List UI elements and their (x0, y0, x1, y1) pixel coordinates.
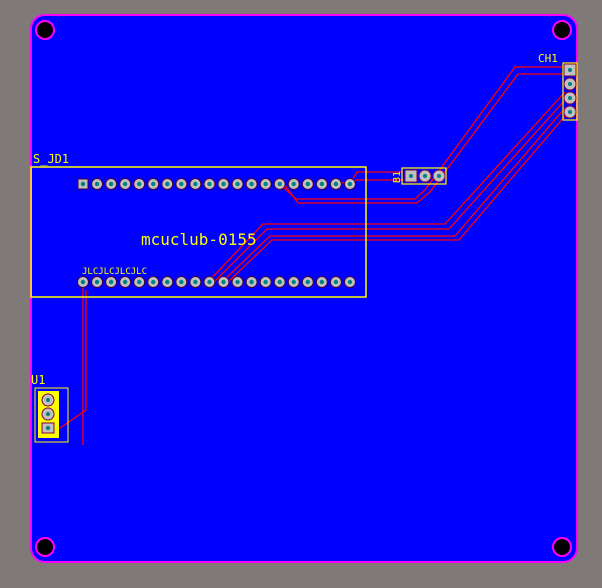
header-drill (347, 181, 353, 187)
header-drill (80, 181, 86, 187)
b1-drill (423, 174, 427, 178)
header-drill (165, 279, 170, 285)
trace (207, 91, 566, 283)
header-drill (291, 279, 296, 285)
header-drill (137, 279, 142, 285)
header-drill (193, 181, 198, 187)
ch1-drill (568, 68, 572, 72)
header-drill (347, 279, 353, 285)
header-drill (122, 181, 128, 187)
u1-drill (46, 398, 50, 402)
header-drill (221, 279, 226, 285)
header-drill (80, 279, 86, 285)
u1-drill (46, 412, 50, 416)
u1-designator: U1 (31, 373, 45, 387)
ch1-drill (568, 110, 572, 114)
header-drill (151, 181, 156, 187)
header-drill (305, 279, 310, 285)
mounting-hole (552, 537, 572, 557)
mounting-hole (552, 20, 572, 40)
header-drill (94, 181, 100, 187)
b1-outline (401, 167, 447, 185)
u1-outline (34, 387, 69, 443)
header-drill (263, 279, 268, 285)
header-drill (333, 279, 339, 285)
u1-drill (46, 426, 50, 430)
trace (335, 179, 404, 185)
board-name-label: mcuclub-0155 (141, 230, 257, 249)
trace (221, 107, 566, 283)
u1-footprint: U1 (31, 373, 69, 443)
header-drill (263, 181, 268, 187)
header-drill (108, 181, 114, 187)
s-jd1-designator: S_JD1 (33, 152, 69, 166)
header-drill (319, 181, 325, 187)
header-drill (277, 279, 282, 285)
header-drill (137, 181, 142, 187)
header-drill (193, 279, 198, 285)
mounting-holes (35, 20, 572, 557)
s-jd1-outline (30, 166, 367, 298)
header-drill (165, 181, 170, 187)
header-drill (207, 181, 212, 187)
header-drill (277, 181, 282, 187)
header-drill (291, 181, 296, 187)
mounting-hole (35, 537, 55, 557)
b1-footprint: B1 (392, 167, 447, 185)
header-drill (151, 279, 156, 285)
header-drill (94, 279, 100, 285)
header-drill (122, 279, 128, 285)
header-drill (319, 279, 325, 285)
header-drill (333, 181, 339, 187)
b1-drill (409, 174, 413, 178)
ch1-designator: CH1 (538, 52, 558, 65)
ch1-drill (568, 96, 572, 100)
s-jd1-bottom-pins (77, 276, 356, 288)
trace (283, 73, 565, 204)
s-jd1-top-pins (77, 178, 356, 190)
header-drill (108, 279, 114, 285)
ch1-drill (568, 82, 572, 86)
board-outline (30, 14, 578, 563)
mounting-hole (35, 20, 55, 40)
header-drill (179, 181, 184, 187)
ch1-outline (562, 62, 578, 121)
header-drill (249, 279, 254, 285)
trace (59, 290, 87, 429)
header-drill (179, 279, 184, 285)
header-drill (207, 279, 212, 285)
s-jd1-footprint: S_JD1 JLCJLCJLCJLC (30, 152, 367, 298)
trace (213, 99, 566, 283)
header-drill (305, 181, 310, 187)
header-drill (235, 279, 240, 285)
header-drill (249, 181, 254, 187)
header-drill (221, 181, 226, 187)
b1-designator: B1 (392, 171, 403, 183)
header-drill (235, 181, 240, 187)
traces (59, 66, 568, 445)
jlc-marking: JLCJLCJLCJLC (82, 267, 147, 277)
b1-drill (437, 174, 441, 178)
ch1-footprint: CH1 (538, 52, 578, 121)
